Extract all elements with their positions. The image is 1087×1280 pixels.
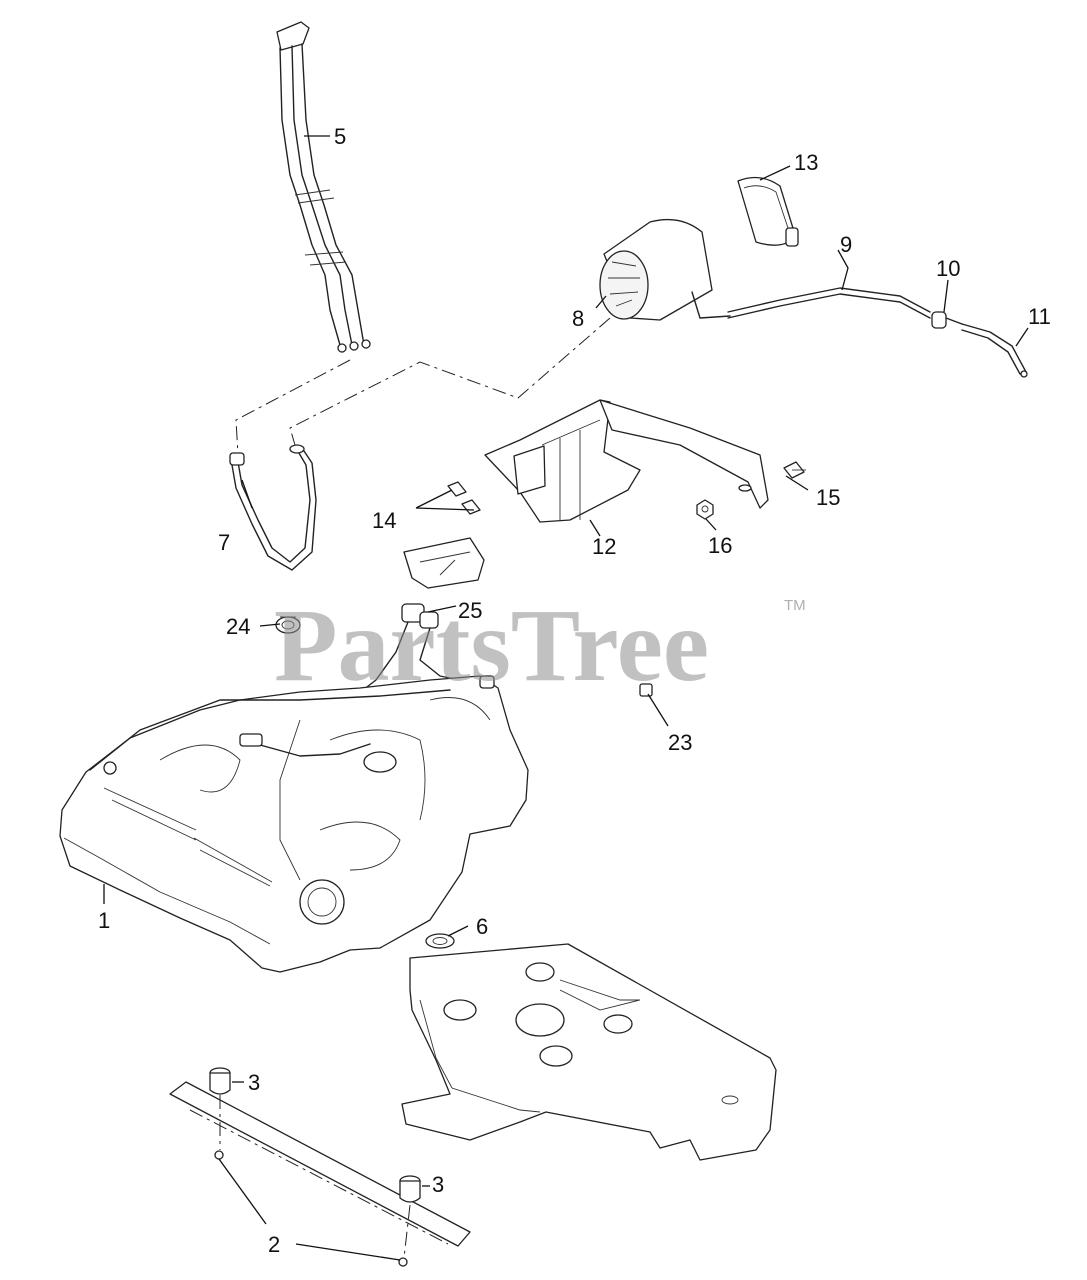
part-24-clamp (275, 616, 301, 634)
part-2-nuts (214, 1095, 411, 1267)
callout-23: 23 (668, 730, 692, 755)
watermark-text: PartsTree (274, 588, 709, 703)
routing-lines (235, 317, 611, 456)
part-14-push-pins (447, 481, 481, 515)
callout-3-lower: 3 (432, 1172, 444, 1197)
callout-2: 2 (268, 1232, 280, 1257)
part-6-grommet (425, 933, 455, 949)
part-1-fuel-tank (59, 675, 529, 973)
callout-12: 12 (592, 534, 616, 559)
leader-lines (103, 135, 1029, 1261)
callout-9: 9 (840, 232, 852, 257)
part-8-canister (599, 218, 731, 321)
callout-7: 7 (218, 530, 230, 555)
bottom-mounting-strip (169, 1081, 471, 1247)
part-7-vapor-hose (229, 444, 317, 571)
part-10-fitting (931, 311, 963, 329)
part-16-nut (696, 499, 714, 520)
callout-13: 13 (794, 150, 818, 175)
part-9-vapor-line (727, 287, 931, 319)
callout-11: 11 (1028, 304, 1051, 329)
mounting-plate (401, 943, 777, 1161)
callout-16: 16 (708, 533, 732, 558)
part-11-line (961, 323, 1028, 378)
part-23-cap (639, 683, 653, 697)
callout-8: 8 (572, 306, 584, 331)
callout-14: 14 (372, 508, 396, 533)
callout-1: 1 (98, 908, 110, 933)
callout-24: 24 (226, 614, 250, 639)
callout-25: 25 (458, 598, 482, 623)
callout-5: 5 (334, 124, 346, 149)
part-15-bolt (783, 461, 806, 479)
callouts: 5 13 9 10 11 8 15 14 7 12 16 25 24 23 1 … (98, 124, 1051, 1257)
part-3-bumper-lower (399, 1175, 421, 1203)
watermark: PartsTree TM (274, 588, 806, 703)
callout-15: 15 (816, 485, 840, 510)
watermark-trademark: TM (784, 597, 806, 614)
part-25-connector-assembly (349, 537, 485, 701)
callout-3-upper: 3 (248, 1070, 260, 1095)
part-5-fuel-hose-assembly (276, 21, 371, 353)
callout-6: 6 (476, 914, 488, 939)
callout-10: 10 (936, 256, 960, 281)
part-13-clamp-strap (737, 176, 799, 247)
part-12-bracket (484, 399, 769, 523)
part-3-bumper-upper (209, 1067, 231, 1095)
